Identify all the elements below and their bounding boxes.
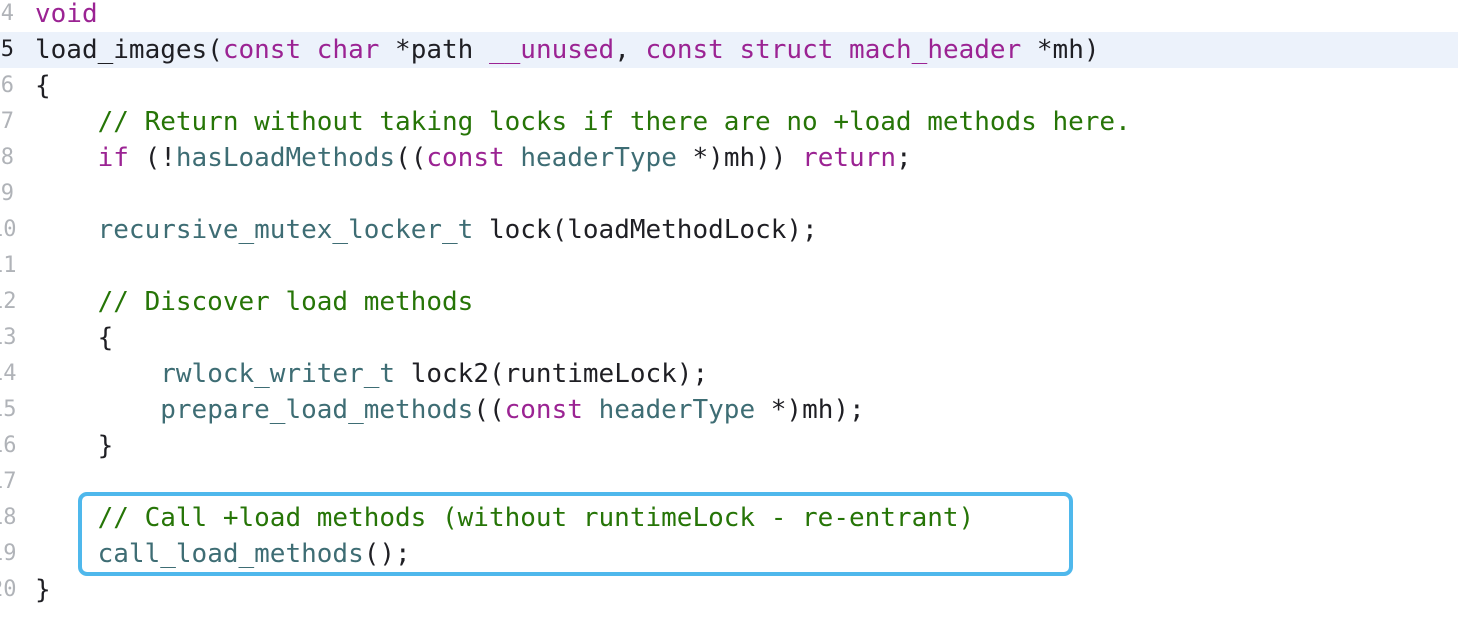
code-token — [583, 395, 599, 425]
code-line[interactable]: 12 // Discover load methods — [0, 284, 1458, 320]
code-token: // Return without taking locks if there … — [35, 107, 1131, 137]
line-number: 6 — [0, 73, 14, 98]
line-number: 20 — [0, 577, 17, 602]
code-token: lock(loadMethodLock); — [473, 215, 818, 245]
code-token: *path — [379, 35, 489, 65]
code-token — [35, 359, 160, 389]
code-token — [35, 539, 98, 569]
line-number: 16 — [0, 433, 17, 458]
code-token: const — [426, 143, 505, 173]
code-token: ; — [896, 143, 912, 173]
code-token: __unused — [488, 35, 615, 65]
code-token: // Discover load methods — [35, 287, 474, 317]
code-text: void — [35, 0, 98, 32]
line-number: 14 — [0, 361, 17, 386]
line-number: 10 — [0, 217, 17, 242]
code-token: { — [35, 71, 51, 101]
line-number: 11 — [0, 253, 17, 278]
code-token: , — [614, 35, 646, 65]
code-token: (( — [473, 395, 505, 425]
code-text: prepare_load_methods((const headerType *… — [35, 392, 865, 428]
code-token: (! — [128, 143, 176, 173]
code-line[interactable]: 13 { — [0, 320, 1458, 356]
code-line[interactable]: 18 // Call +load methods (without runtim… — [0, 500, 1458, 536]
code-text: if (!hasLoadMethods((const headerType *)… — [35, 140, 912, 176]
line-number: 12 — [0, 289, 17, 314]
code-line[interactable]: 4 void — [0, 0, 1458, 32]
code-token: (( — [395, 143, 427, 173]
code-token — [833, 35, 849, 65]
code-token: headerType — [598, 395, 756, 425]
code-token: hasLoadMethods — [175, 143, 396, 173]
line-number: 13 — [0, 325, 17, 350]
code-line[interactable]: 5 load_images(const char *path __unused, … — [0, 32, 1458, 68]
line-number: 18 — [0, 505, 17, 530]
code-token: return — [802, 143, 897, 173]
code-token: prepare_load_methods — [160, 395, 474, 425]
code-token: *)mh); — [755, 395, 865, 425]
code-text: call_load_methods(); — [35, 536, 411, 572]
code-token: char — [316, 35, 380, 65]
code-token: } — [35, 575, 51, 605]
code-token: headerType — [520, 143, 677, 173]
line-number: 7 — [0, 109, 14, 134]
code-token: lock2(runtimeLock); — [395, 359, 709, 389]
code-line[interactable]: 19 call_load_methods(); — [0, 536, 1458, 572]
code-token — [35, 395, 160, 425]
code-token: call_load_methods — [97, 539, 364, 569]
code-token: const — [645, 35, 724, 65]
code-token: rwlock_writer_t — [160, 359, 396, 389]
code-text: rwlock_writer_t lock2(runtimeLock); — [35, 356, 708, 392]
code-token — [35, 215, 98, 245]
code-token: *)mh)) — [676, 143, 803, 173]
code-token: (); — [363, 539, 411, 569]
code-token: recursive_mutex_locker_t — [97, 215, 474, 245]
code-token: *mh) — [1021, 35, 1100, 65]
line-number: 8 — [0, 145, 14, 170]
line-number: 15 — [0, 397, 17, 422]
line-number: 17 — [0, 469, 17, 494]
code-token: const — [222, 35, 302, 65]
code-token: } — [35, 431, 114, 461]
code-line[interactable]: 20} — [0, 572, 1458, 608]
code-text: { — [35, 68, 51, 104]
code-token: // Call +load methods (without runtimeLo… — [35, 503, 975, 533]
code-line[interactable]: 8 if (!hasLoadMethods((const headerType … — [0, 140, 1458, 176]
code-token: if — [97, 143, 129, 173]
code-token: mach_header — [849, 35, 1022, 65]
code-token: void — [35, 0, 98, 29]
code-text: } — [35, 572, 51, 608]
code-line[interactable]: 17 — [0, 464, 1458, 500]
code-token: struct — [739, 35, 834, 65]
code-line[interactable]: 15 prepare_load_methods((const headerTyp… — [0, 392, 1458, 428]
line-number: 4 — [0, 1, 14, 26]
code-line[interactable]: 14 rwlock_writer_t lock2(runtimeLock); — [0, 356, 1458, 392]
code-line[interactable]: 9 — [0, 176, 1458, 212]
line-number: 9 — [0, 181, 14, 206]
code-line[interactable]: 10 recursive_mutex_locker_t lock(loadMet… — [0, 212, 1458, 248]
code-line[interactable]: 16 } — [0, 428, 1458, 464]
code-line[interactable]: 11 — [0, 248, 1458, 284]
code-token: load_images( — [35, 35, 223, 65]
code-text: } — [35, 428, 114, 464]
code-text: // Return without taking locks if there … — [35, 104, 1131, 140]
code-token — [35, 143, 98, 173]
line-number: 19 — [0, 541, 17, 566]
code-text: // Discover load methods — [35, 284, 474, 320]
code-text: recursive_mutex_locker_t lock(loadMethod… — [35, 212, 818, 248]
code-line[interactable]: 6{ — [0, 68, 1458, 104]
code-token: { — [35, 323, 114, 353]
code-text: load_images(const char *path __unused, c… — [35, 32, 1100, 68]
code-text: // Call +load methods (without runtimeLo… — [35, 500, 975, 536]
code-token: const — [504, 395, 583, 425]
code-text: { — [35, 320, 114, 356]
line-number: 5 — [0, 37, 14, 62]
code-token — [724, 35, 740, 65]
code-token — [505, 143, 521, 173]
code-line[interactable]: 7 // Return without taking locks if ther… — [0, 104, 1458, 140]
code-token — [301, 35, 317, 65]
